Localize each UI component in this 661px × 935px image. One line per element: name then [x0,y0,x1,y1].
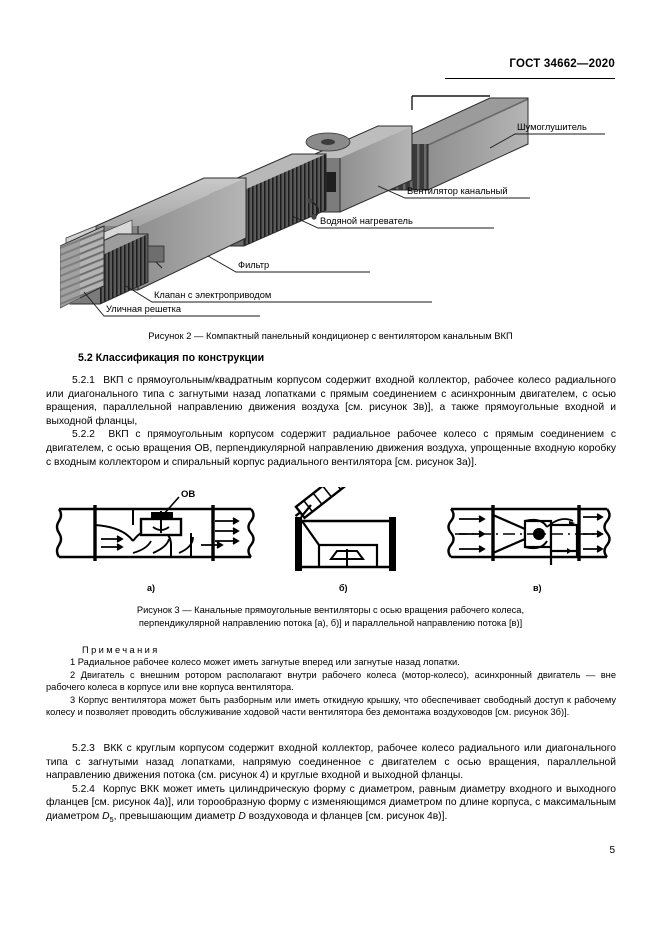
figure-3-caption-line-2: перпендикулярной направлению потока [а),… [138,618,523,628]
section-heading-5-2: 5.2 Классификация по конструкции [78,352,265,364]
clause-5-2-4-text-c: воздуховода и фланцев [см. рисунок 4в)]. [245,810,448,822]
note-item-1: 1 Радиальное рабочее колесо может иметь … [46,656,616,668]
body-text-block-2: 5.2.3 ВКК с круглым корпусом содержит вх… [46,742,616,827]
figure-3-panel-a-label: а) [147,583,155,593]
note-item-2: 2 Двигатель с внешним ротором располагаю… [46,669,616,694]
variable-d-sub-5: D [102,810,110,822]
body-text-block-1: 5.2.1 ВКП с прямоугольным/квадратным кор… [46,374,616,469]
callout-street-grille: Уличная решетка [106,304,182,314]
callout-filter: Фильтр [238,260,269,270]
note-3-text: Корпус вентилятора может быть разборным … [46,694,616,718]
notes-title: Примечания [82,645,160,655]
clause-5-2-4-text-a: Корпус ВКК может иметь цилиндрическую фо… [46,783,616,822]
clause-5-2-3-text: ВКК с круглым корпусом содержит входной … [46,743,616,782]
figure-3-axis-label: ОВ [181,489,195,500]
figure-3-panel-a [55,496,255,561]
figure-3-caption-line-1: Рисунок 3 — Канальные прямоугольные вент… [136,605,525,615]
callout-damper: Клапан с электроприводом [154,290,271,300]
note-2-number: 2 [70,669,76,680]
figure-3-illustration: ОВ а) [55,453,615,595]
page-number: 5 [609,845,615,856]
figure-3-caption: Рисунок 3 — Канальные прямоугольные вент… [0,604,661,630]
callout-water-heater: Водяной нагреватель [320,216,413,226]
note-item-3: 3 Корпус вентилятора может быть разборны… [46,694,616,719]
clause-5-2-1: 5.2.1 ВКП с прямоугольным/квадратным кор… [46,374,616,428]
figure-2-caption: Рисунок 2 — Компактный панельный кондици… [148,330,513,341]
page-header-standard-number: ГОСТ 34662—2020 [509,58,615,70]
street-grille-unit [60,225,105,309]
header-rule [445,78,615,79]
notes-block: Примечания 1 Радиальное рабочее колесо м… [46,644,616,718]
clause-5-2-4: 5.2.4 Корпус ВКК может иметь цилиндричес… [46,783,616,827]
clause-5-2-3: 5.2.3 ВКК с круглым корпусом содержит вх… [46,742,616,783]
figure-2-illustration: Шумоглушитель Вентилятор канальный Водян… [60,86,605,322]
clause-5-2-4-number: 5.2.4 [72,783,95,795]
subscript-5: 5 [109,815,114,825]
clause-5-2-1-text: ВКП с прямоугольным/квадратным корпусом … [46,375,616,427]
clause-5-2-1-number: 5.2.1 [72,375,95,386]
note-1-text: Радиальное рабочее колесо может иметь за… [77,657,460,668]
variable-d: D [238,810,246,822]
figure-3-panel-c [447,505,611,565]
clause-5-2-3-number: 5.2.3 [72,743,95,754]
figure-2-svg: Шумоглушитель Вентилятор канальный Водян… [60,95,605,317]
figure-3-panel-b [294,453,396,571]
figure-2-leader-lines [83,133,605,317]
clause-5-2-2: 5.2.2 ВКП с прямоугольным корпусом содер… [46,428,616,469]
clause-5-2-2-text: ВКП с прямоугольным корпусом содержит ра… [46,429,616,468]
note-2-text: Двигатель с внешним ротором располагают … [46,669,616,693]
callout-duct-fan: Вентилятор канальный [407,186,508,196]
clause-5-2-2-number: 5.2.2 [72,429,95,441]
note-1-number: 1 [70,657,76,668]
figure-3-panel-c-label: в) [533,583,542,593]
note-3-number: 3 [70,694,76,705]
callout-silencer: Шумоглушитель [517,122,587,132]
figure-3-panel-b-label: б) [339,583,348,593]
figure-2-callout-labels: Шумоглушитель Вентилятор канальный Водян… [106,122,587,314]
figure-3-svg: ОВ а) [55,453,611,593]
clause-5-2-4-text-b: , превышающим диаметр [113,810,239,822]
